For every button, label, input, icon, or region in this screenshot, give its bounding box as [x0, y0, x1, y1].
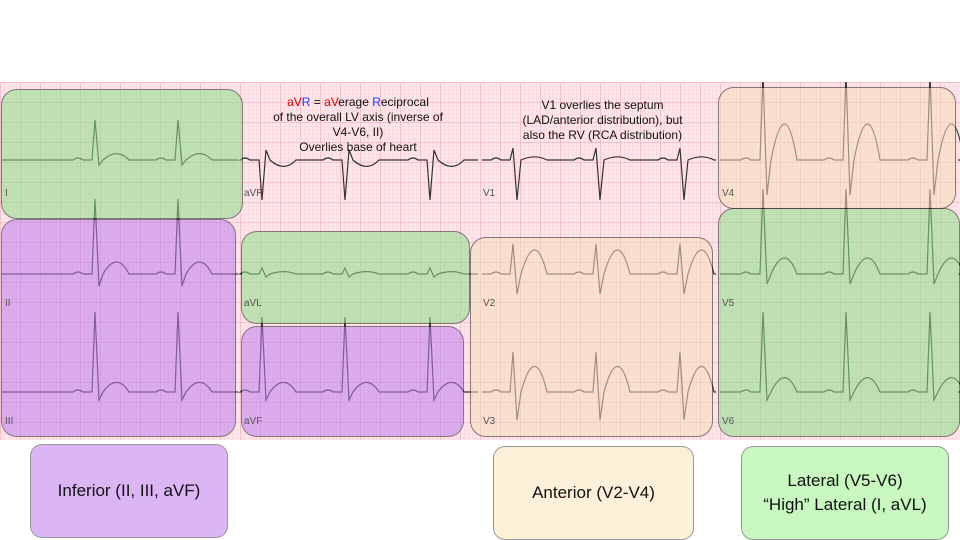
avr-note-line1: aVR = aVerage Reciprocal [248, 95, 468, 110]
legend-anterior-label: Anterior (V2-V4) [532, 483, 655, 502]
v1-note-line1: V1 overlies the septum [541, 98, 664, 112]
lead-label-V3: V3 [483, 416, 496, 427]
legend-lateral-line1: Lateral (V5-V6) [787, 471, 903, 490]
lead-label-aVF: aVF [244, 416, 263, 427]
lead-label-V2: V2 [483, 298, 496, 309]
avr-note: aVR = aVerage Reciprocal of the overall … [248, 95, 468, 155]
lead-label-V5: V5 [722, 298, 735, 309]
avr-note-line4: Overlies base of heart [299, 140, 417, 154]
legend-inferior: Inferior (II, III, aVF) [30, 444, 228, 538]
avr-note-part: = [310, 95, 325, 109]
avr-note-part: R [372, 95, 381, 109]
avr-note-part: a [287, 95, 294, 109]
lead-label-I: I [5, 188, 8, 199]
v1-note-line3: also the RV (RCA distribution) [522, 128, 683, 142]
lead-label-V4: V4 [722, 188, 735, 199]
region-lead-II-III [1, 219, 236, 437]
legend-lateral-line2: “High” Lateral (I, aVL) [763, 495, 927, 514]
lead-label-aVL: aVL [244, 298, 262, 309]
avr-note-line2: of the overall LV axis (inverse of [273, 110, 443, 124]
legend-anterior: Anterior (V2-V4) [493, 446, 694, 540]
avr-note-part: a [324, 95, 331, 109]
lead-label-III: III [5, 416, 14, 427]
region-lead-V4 [718, 87, 956, 209]
v1-note-line2: (LAD/anterior distribution), but [522, 113, 683, 127]
avr-note-part: V [330, 95, 339, 109]
lead-label-V1: V1 [483, 188, 496, 199]
avr-note-part: R [301, 95, 311, 109]
region-lead-aVL [241, 231, 470, 324]
region-lead-V5-V6 [718, 208, 960, 437]
lead-label-aVR: aVR [244, 188, 264, 199]
avr-note-part: V [293, 95, 302, 109]
lead-label-V6: V6 [722, 416, 735, 427]
region-lead-V2-V3 [470, 237, 713, 437]
legend-lateral: Lateral (V5-V6) “High” Lateral (I, aVL) [741, 446, 949, 540]
region-lead-aVF [241, 326, 464, 437]
legend-inferior-label: Inferior (II, III, aVF) [57, 481, 201, 500]
avr-note-part: eciprocal [380, 95, 429, 109]
avr-note-part: erage [338, 95, 373, 109]
lead-label-II: II [5, 298, 11, 309]
avr-note-line3: V4-V6, II) [332, 125, 384, 139]
v1-note: V1 overlies the septum (LAD/anterior dis… [490, 98, 715, 143]
region-lead-I [1, 89, 243, 219]
